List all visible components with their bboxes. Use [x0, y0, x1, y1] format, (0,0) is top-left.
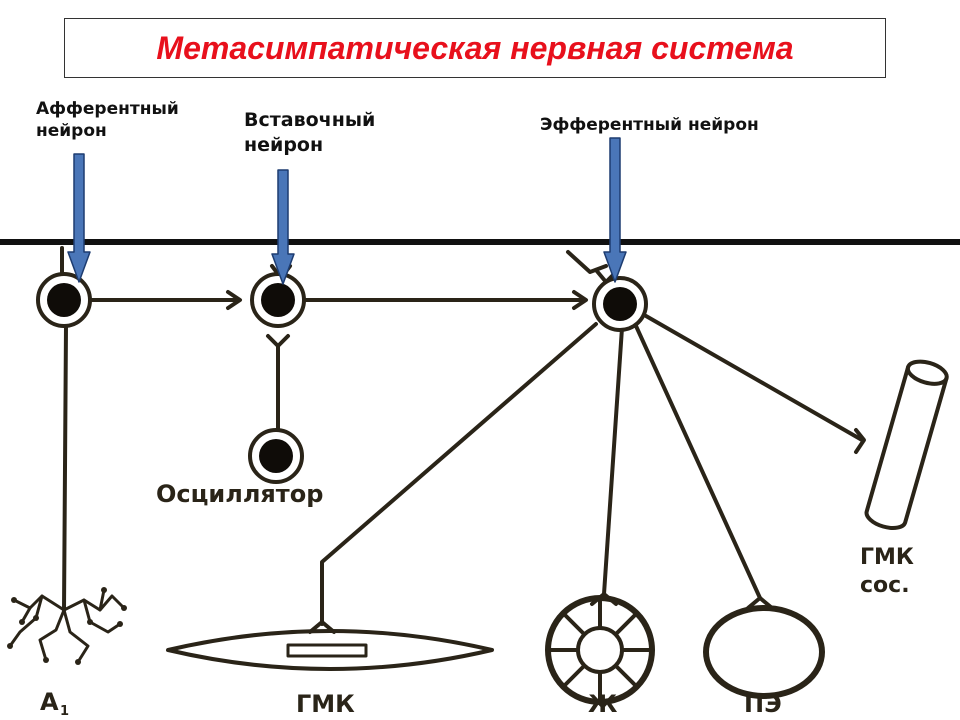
efferent-arrow-icon: [603, 137, 627, 283]
efferent-fiber-to-pe: [634, 324, 762, 600]
efferent-input-fiber: [566, 250, 608, 274]
afferent-dendrite: [62, 324, 68, 612]
afferent-label-line1: Афферентный: [36, 99, 179, 119]
gmk-nucleus: [286, 643, 368, 658]
efferent-neuron-label: Эфферентный нейрон: [540, 115, 759, 135]
gmk-vessel-label-line2: сос.: [860, 573, 910, 598]
pe-cell: [703, 605, 825, 699]
zh-gland-segments: [546, 596, 654, 704]
gmk-vessel-label-line1: ГМК: [860, 545, 914, 570]
afferent-arrow-icon: [67, 153, 91, 283]
synapse-fork-1: [226, 290, 242, 310]
pe-label: ПЭ: [744, 690, 782, 718]
efferent-fiber-to-vessel: [644, 314, 864, 442]
a1-subscript: 1: [60, 704, 69, 719]
afferent-neuron-body: [36, 272, 92, 328]
interneuron-label-line2: нейрон: [244, 133, 324, 156]
page-title: Метасимпатическая нервная система: [156, 29, 794, 66]
gmk-label: ГМК: [296, 690, 355, 718]
synapse-fork-2: [572, 290, 588, 310]
receptor-endings: [8, 588, 126, 664]
afferent-neuron-label: Афферентный нейрон: [36, 98, 179, 142]
oscillator-body: [248, 428, 304, 484]
interneuron-body: [250, 272, 306, 328]
afferent-label-line2: нейрон: [36, 121, 107, 142]
pe-synapse-fork: [746, 596, 774, 610]
efferent-neuron-body: [592, 276, 648, 332]
zh-label: Ж: [588, 690, 618, 718]
vessel-synapse-fork: [854, 428, 866, 454]
vessel-cylinder: [864, 359, 949, 530]
oscillator-label: Осциллятор: [156, 480, 323, 508]
efferent-fiber-to-gmk: [320, 322, 598, 626]
interneuron-arrow-icon: [271, 169, 295, 285]
gmk-synapse-fork: [308, 620, 336, 634]
efferent-fiber-to-zh: [602, 326, 624, 596]
a1-label: А: [40, 688, 59, 716]
receptor-terminal-dots: [7, 587, 127, 665]
interneuron-label-line1: Вставочный: [244, 109, 376, 131]
interneuron-label: Вставочный нейрон: [244, 108, 375, 157]
title-box: Метасимпатическая нервная система: [64, 18, 886, 78]
gmk-spindle-cell: [166, 629, 494, 671]
